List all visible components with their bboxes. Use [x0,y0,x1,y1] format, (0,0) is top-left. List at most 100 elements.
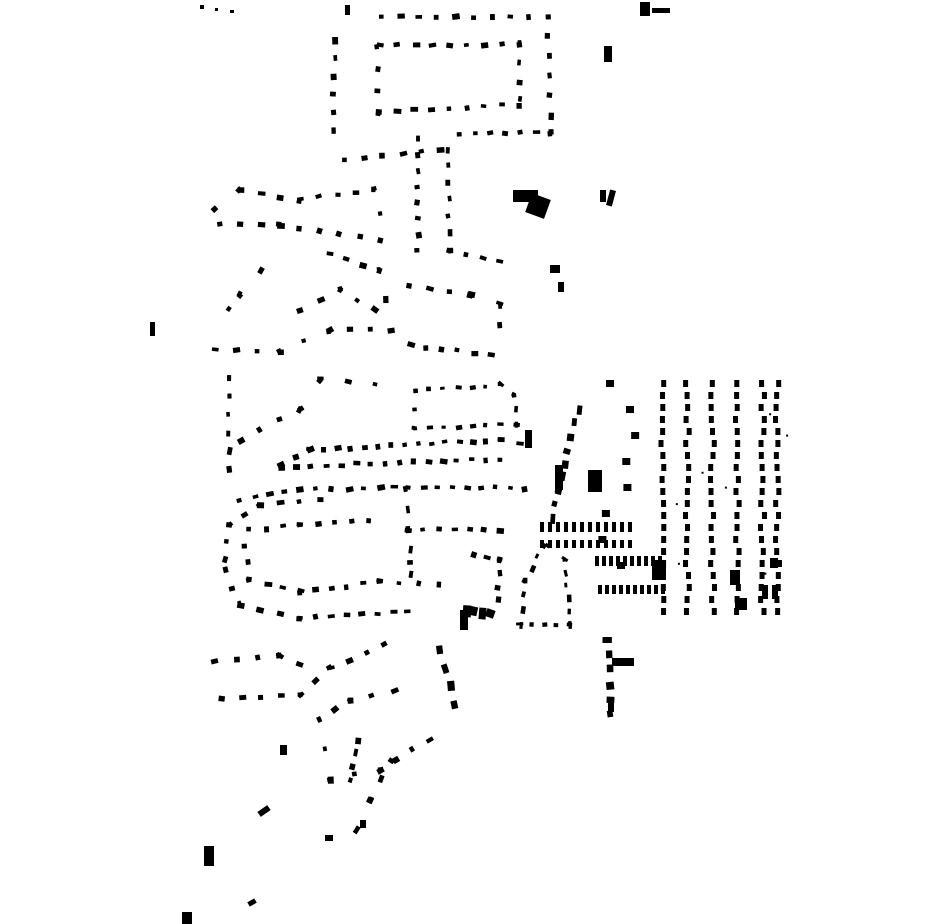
building [317,376,324,381]
building [774,548,780,555]
building [463,42,470,48]
building [345,486,354,493]
building [507,14,514,19]
building [390,687,400,695]
building [239,694,247,701]
building [483,384,488,389]
building [772,585,778,599]
building [517,59,522,66]
building [414,184,420,190]
building [711,584,717,591]
building [257,805,271,817]
building [280,745,287,755]
building [661,464,667,471]
building [347,445,354,453]
building [759,488,765,495]
building [683,380,689,387]
building [414,199,421,206]
building [759,572,765,579]
building [604,540,608,548]
building [658,440,664,447]
building [433,14,439,20]
building [390,609,398,614]
building [367,796,375,805]
building [279,584,287,591]
building [734,608,740,615]
building [343,612,351,618]
building [661,524,667,531]
building [540,540,544,548]
building [758,584,764,591]
building [761,477,764,480]
building [440,663,450,675]
building [733,536,739,543]
building [473,131,478,136]
building [734,428,740,435]
building [376,266,381,272]
building [685,524,691,531]
building [254,349,260,354]
building [306,446,313,452]
building [377,211,383,217]
building [226,465,233,474]
building [683,440,689,447]
building [297,590,303,596]
building [446,247,453,254]
building [455,424,463,431]
building [226,375,232,382]
building [354,297,361,304]
building [566,433,575,442]
building [366,518,372,524]
building [734,452,740,459]
building [776,560,782,567]
building [252,494,259,500]
building [708,524,714,531]
building [769,413,772,416]
building [598,536,607,543]
building [631,432,640,439]
building [234,656,240,663]
building [686,428,692,435]
building [316,715,323,723]
building [735,560,741,567]
building [564,540,568,548]
building [428,441,435,447]
building [532,130,541,134]
building [774,392,780,399]
building [576,405,583,416]
building [773,452,779,459]
building [414,151,421,159]
building [483,457,488,464]
building [605,650,613,659]
building [327,614,335,619]
building [758,452,764,459]
building [393,108,402,115]
building [710,572,716,579]
building [333,54,338,61]
building [497,457,503,462]
building [215,8,218,11]
building [345,656,354,665]
building [604,46,612,62]
building [257,191,266,196]
building [759,464,765,471]
building [264,581,273,588]
building [775,608,781,615]
building [517,129,523,135]
building [403,609,411,614]
building [383,295,389,304]
building [311,676,320,686]
building [467,290,476,299]
building [436,526,443,532]
building [623,556,627,566]
building [413,426,418,431]
building [367,692,375,699]
building [516,79,523,86]
building [236,602,245,610]
building [377,774,385,784]
building [330,73,337,81]
building [544,32,551,39]
building [660,488,666,495]
building [773,416,779,423]
building [332,36,339,45]
